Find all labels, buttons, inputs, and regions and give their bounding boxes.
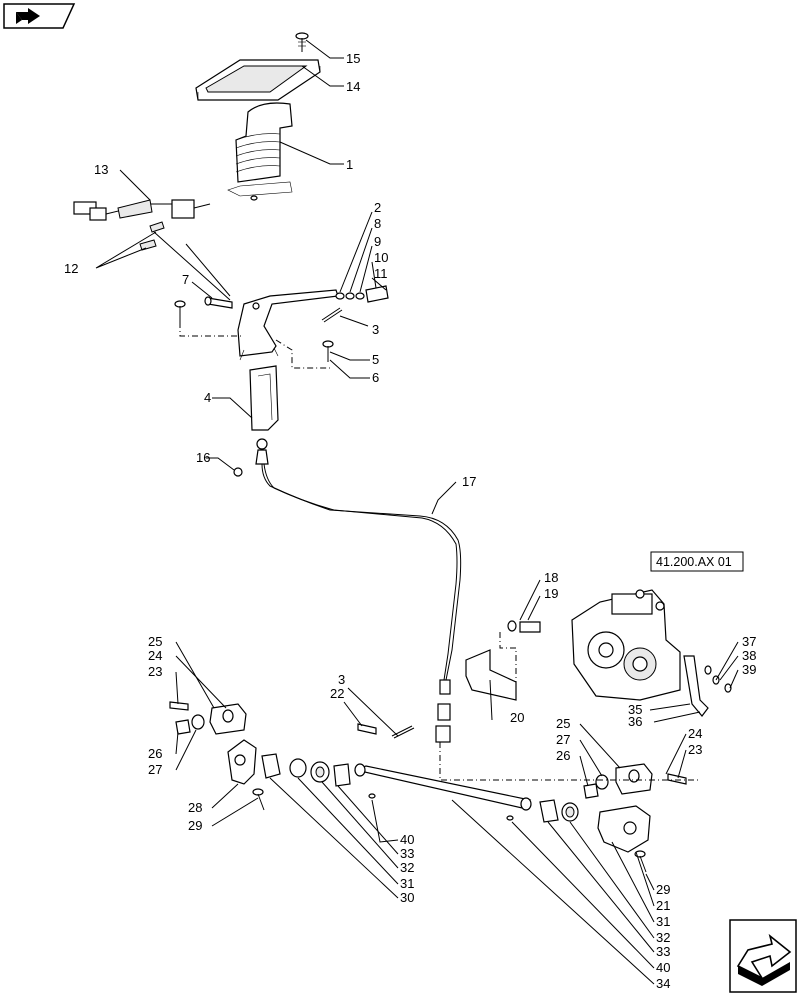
callout-10: 10 bbox=[374, 250, 388, 265]
callout-24-left: 24 bbox=[148, 648, 162, 663]
part-pin-left bbox=[169, 701, 189, 711]
callout-22: 22 bbox=[330, 686, 344, 701]
part-gearbox-lever bbox=[683, 655, 732, 717]
callout-7: 7 bbox=[182, 272, 189, 287]
callout-1: 1 bbox=[346, 157, 353, 172]
callout-5: 5 bbox=[372, 352, 379, 367]
callout-26-left: 26 bbox=[148, 746, 162, 761]
callout-21: 21 bbox=[656, 898, 670, 913]
callout-9: 9 bbox=[374, 234, 381, 249]
callout-40-left: 40 bbox=[400, 832, 414, 847]
part-nut-left bbox=[175, 714, 205, 735]
part-screw-top bbox=[295, 32, 309, 52]
part-split-pin-upper bbox=[321, 307, 343, 323]
callout-20: 20 bbox=[510, 710, 524, 725]
callout-38: 38 bbox=[742, 648, 756, 663]
callout-33-left: 33 bbox=[400, 846, 414, 861]
callout-27-left: 27 bbox=[148, 762, 162, 777]
part-pin-right bbox=[667, 773, 687, 785]
part-retainer-clip bbox=[233, 467, 243, 477]
callout-16: 16 bbox=[196, 450, 210, 465]
callout-33-right: 33 bbox=[656, 944, 670, 959]
callout-27-right: 27 bbox=[556, 732, 570, 747]
callout-25-left: 25 bbox=[148, 634, 162, 649]
part-pin-mid bbox=[357, 723, 377, 735]
part-lever-arm-left bbox=[227, 739, 257, 785]
callout-36: 36 bbox=[628, 714, 642, 729]
leader-lines bbox=[95, 39, 739, 985]
part-bearing-block-left bbox=[209, 703, 247, 735]
callout-28: 28 bbox=[188, 800, 202, 815]
callout-25-right: 25 bbox=[556, 716, 570, 731]
part-gearbox-housing bbox=[571, 589, 681, 701]
part-bolt-left bbox=[174, 300, 186, 322]
callout-23-right: 23 bbox=[688, 742, 702, 757]
part-gaiter-boot bbox=[227, 102, 293, 201]
callout-14: 14 bbox=[346, 79, 360, 94]
callout-11: 11 bbox=[374, 266, 388, 281]
callout-37: 37 bbox=[742, 634, 756, 649]
part-cable-end-upper bbox=[255, 438, 269, 465]
part-bezel-frame bbox=[195, 59, 321, 101]
callout-8: 8 bbox=[374, 216, 381, 231]
callout-31-left: 31 bbox=[400, 876, 414, 891]
reference-box-text: 41.200.AX 01 bbox=[656, 555, 732, 569]
callout-12: 12 bbox=[64, 261, 78, 276]
callout-19: 19 bbox=[544, 586, 558, 601]
callout-3-upper: 3 bbox=[372, 322, 379, 337]
callout-6: 6 bbox=[372, 370, 379, 385]
part-bearing-block-right bbox=[615, 763, 653, 795]
callout-32-left: 32 bbox=[400, 860, 414, 875]
part-cross-shaft bbox=[353, 763, 532, 811]
callout-26-right: 26 bbox=[556, 748, 570, 763]
callout-3-lower: 3 bbox=[338, 672, 345, 687]
part-lever-arm-right bbox=[597, 805, 651, 853]
part-spring-set bbox=[335, 285, 389, 303]
callout-31-right: 31 bbox=[656, 914, 670, 929]
callout-29-right: 29 bbox=[656, 882, 670, 897]
callout-18: 18 bbox=[544, 570, 558, 585]
part-control-lever bbox=[237, 289, 339, 361]
part-split-pin-lower bbox=[391, 725, 415, 739]
part-key-right bbox=[506, 815, 514, 821]
callout-40-right: 40 bbox=[656, 960, 670, 975]
callout-24-right: 24 bbox=[688, 726, 702, 741]
part-harness-clips bbox=[139, 221, 165, 251]
callout-23-left: 23 bbox=[148, 664, 162, 679]
part-mounting-bracket bbox=[465, 649, 517, 701]
callout-30: 30 bbox=[400, 890, 414, 905]
part-lower-bolt bbox=[322, 340, 334, 362]
part-bolt-lower-left bbox=[252, 788, 265, 811]
callout-4: 4 bbox=[204, 390, 211, 405]
part-key-left bbox=[368, 793, 376, 799]
part-control-cable bbox=[261, 463, 462, 743]
back-arrow-icon[interactable] bbox=[3, 3, 76, 29]
part-bushings-left bbox=[261, 753, 351, 787]
part-lever-cover bbox=[249, 365, 279, 431]
reference-box[interactable]: 41.200.AX 01 bbox=[650, 551, 744, 572]
part-pivot-pin bbox=[204, 296, 233, 309]
part-bushings-right bbox=[539, 799, 579, 823]
callout-labels: 15 14 1 13 12 7 2 8 9 10 11 3 5 6 4 16 1… bbox=[64, 51, 756, 991]
next-page-arrow-icon[interactable] bbox=[729, 919, 797, 993]
callout-2: 2 bbox=[374, 200, 381, 215]
callout-13: 13 bbox=[94, 162, 108, 177]
callout-35: 35 bbox=[628, 702, 642, 717]
callout-15: 15 bbox=[346, 51, 360, 66]
callout-39: 39 bbox=[742, 662, 756, 677]
part-nut-right bbox=[583, 774, 609, 799]
callout-29-left: 29 bbox=[188, 818, 202, 833]
callout-34: 34 bbox=[656, 976, 670, 991]
part-bracket-bolt bbox=[507, 620, 541, 633]
callout-32-right: 32 bbox=[656, 930, 670, 945]
callout-17: 17 bbox=[462, 474, 476, 489]
part-wiring-harness bbox=[73, 199, 211, 221]
